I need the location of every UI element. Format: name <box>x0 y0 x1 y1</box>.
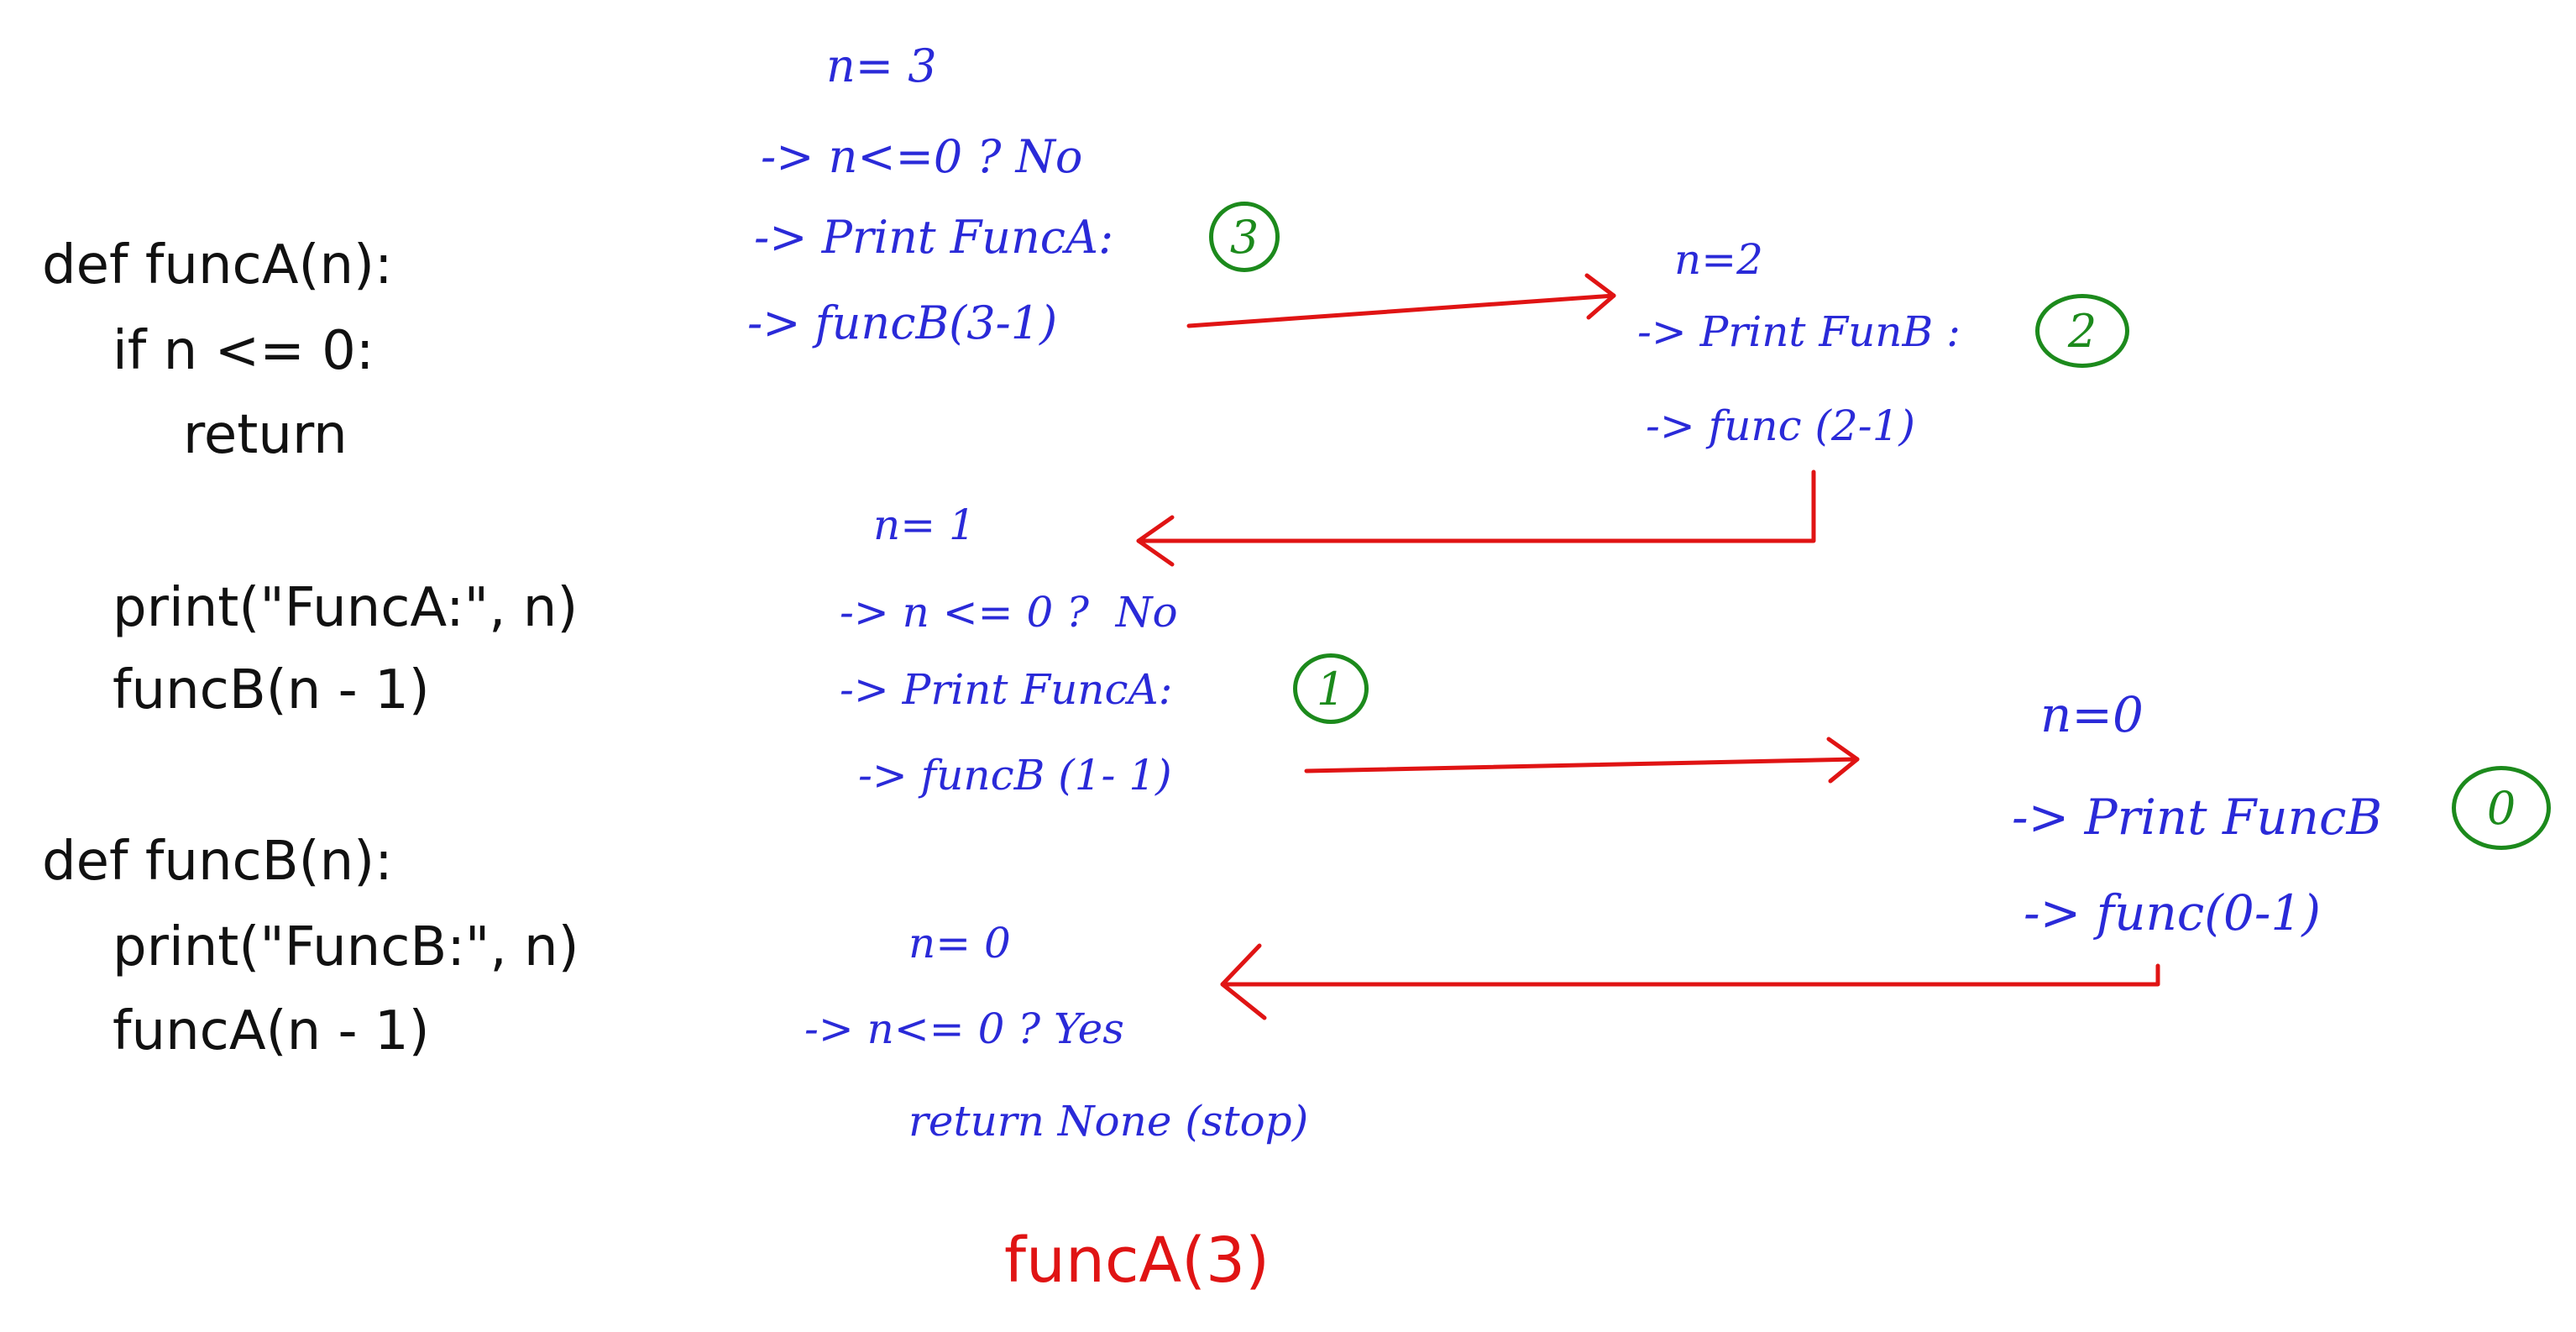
step3-check: -> n <= 0 ? No <box>840 588 1178 637</box>
step2-print: -> Print FunB : <box>1637 307 1961 356</box>
arrow-step4-to-step5-head <box>1220 943 1267 1020</box>
step3-n: n= 1 <box>873 501 976 549</box>
step1-call: -> funcB(3-1) <box>747 296 1058 349</box>
step5-result: return None (stop) <box>908 1097 1309 1146</box>
step2-output-circle: 2 <box>2035 294 2129 368</box>
step3-print: -> Print FuncA: <box>840 665 1173 714</box>
step4-call: -> func(0-1) <box>2024 884 2321 941</box>
code-funcB-def: def funcB(n): <box>42 831 393 893</box>
step4-output-circle: 0 <box>2452 766 2551 850</box>
call-label: funcA(3) <box>1004 1224 1270 1297</box>
arrow-step1-to-step2 <box>1186 293 1616 328</box>
arrow-step2-to-step3 <box>1136 469 1816 543</box>
step4-print: -> Print FuncB <box>2012 789 2383 846</box>
step1-n: n= 3 <box>826 39 937 92</box>
step1-print: -> Print FuncA: <box>754 211 1114 264</box>
code-funcB-call: funcA(n - 1) <box>113 1000 430 1062</box>
code-funcA-if: if n <= 0: <box>113 320 374 382</box>
arrow-step4-to-step5 <box>1220 963 2160 987</box>
code-funcA-print: print("FuncA:", n) <box>113 577 579 639</box>
step3-call: -> funcB (1- 1) <box>858 751 1172 800</box>
code-funcA-call: funcB(n - 1) <box>113 659 430 721</box>
arrow-step3-to-step4 <box>1304 757 1860 774</box>
step2-call: -> func (2-1) <box>1646 401 1916 450</box>
code-funcB-print: print("FuncB:", n) <box>113 916 579 978</box>
step4-n: n=0 <box>2040 686 2144 743</box>
arrow-step1-to-step2-head <box>1584 273 1616 320</box>
step5-n: n= 0 <box>908 919 1011 968</box>
step3-output-circle: 1 <box>1293 653 1369 724</box>
step1-output-circle: 3 <box>1209 202 1280 272</box>
code-funcA-return: return <box>183 404 348 466</box>
step1-check: -> n<=0 ? No <box>761 130 1083 183</box>
code-funcA-def: def funcA(n): <box>42 234 393 296</box>
arrow-step3-to-step4-head <box>1826 737 1860 784</box>
step2-n: n=2 <box>1674 235 1763 284</box>
step5-check: -> n<= 0 ? Yes <box>804 1004 1124 1053</box>
arrow-step2-to-step3-head <box>1136 515 1175 567</box>
